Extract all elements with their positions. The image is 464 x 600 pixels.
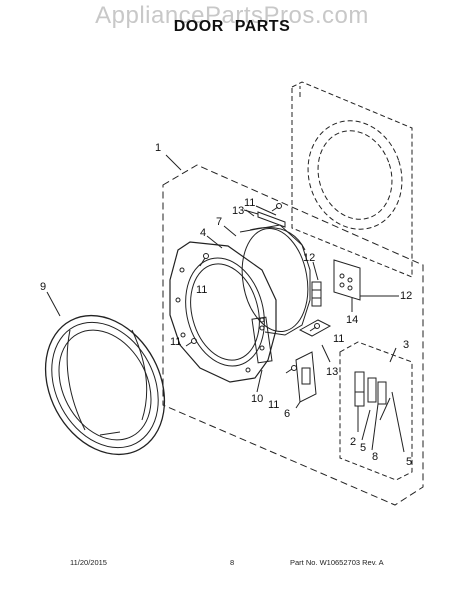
callout-13-lower: 13 (326, 366, 338, 378)
hinge (251, 316, 273, 364)
callout-10: 10 (251, 393, 263, 405)
callout-12-plate: 12 (400, 290, 412, 302)
lower-bracket (298, 319, 332, 363)
callout-11-hinge: 11 (268, 399, 279, 411)
washer-cabinet-outline (291, 81, 413, 278)
callout-11-left-lower: 11 (170, 336, 181, 348)
switch-plate (333, 259, 398, 312)
lock-plate (295, 351, 317, 409)
page-title: DOOR PARTS (173, 18, 291, 35)
outer-door-ring (44, 314, 166, 456)
latch-kit-parts (354, 371, 405, 453)
footer-part-number: Part No. W10652703 Rev. A (290, 558, 384, 567)
footer-date: 11/20/2015 (70, 558, 107, 567)
callout-4: 4 (200, 227, 206, 239)
footer-page: 8 (230, 558, 235, 567)
callout-9: 9 (40, 281, 46, 293)
callout-6: 6 (284, 408, 290, 420)
callout-11-right: 11 (333, 333, 344, 345)
callout-5-left: 5 (360, 442, 366, 454)
latch-kit-frame (339, 341, 413, 481)
callout-2: 2 (350, 436, 356, 448)
callout-5-right: 5 (406, 456, 412, 468)
callout-13-top: 13 (232, 205, 244, 217)
callout-8: 8 (372, 451, 378, 463)
inner-door-frame (169, 241, 277, 383)
door-glass (239, 224, 311, 336)
screws (185, 203, 320, 374)
watermark: AppliancePartsPros.com (95, 2, 369, 29)
door-latch (311, 281, 322, 307)
callout-3: 3 (403, 339, 409, 351)
callout-11-left-upper: 11 (196, 284, 207, 296)
callout-7: 7 (216, 216, 222, 228)
callout-12-latch: 12 (303, 252, 315, 264)
callout-14: 14 (346, 314, 358, 326)
door-assembly-frame (162, 164, 424, 506)
callout-11-top: 11 (244, 197, 255, 209)
callout-1: 1 (155, 142, 161, 154)
